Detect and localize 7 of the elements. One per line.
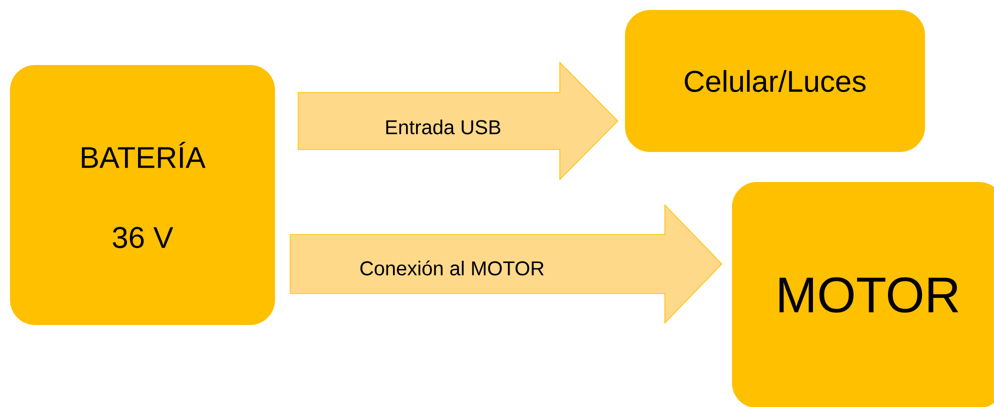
block-arrow <box>298 62 618 180</box>
block-arrow <box>290 204 722 324</box>
process-box: Celular/Luces <box>625 10 925 152</box>
edge-label: Entrada USB <box>386 120 500 134</box>
process-box: MOTOR <box>732 182 994 407</box>
process-box: BATERÍA 36 V <box>10 65 275 325</box>
edge-label: Conexión al MOTOR <box>360 260 544 276</box>
